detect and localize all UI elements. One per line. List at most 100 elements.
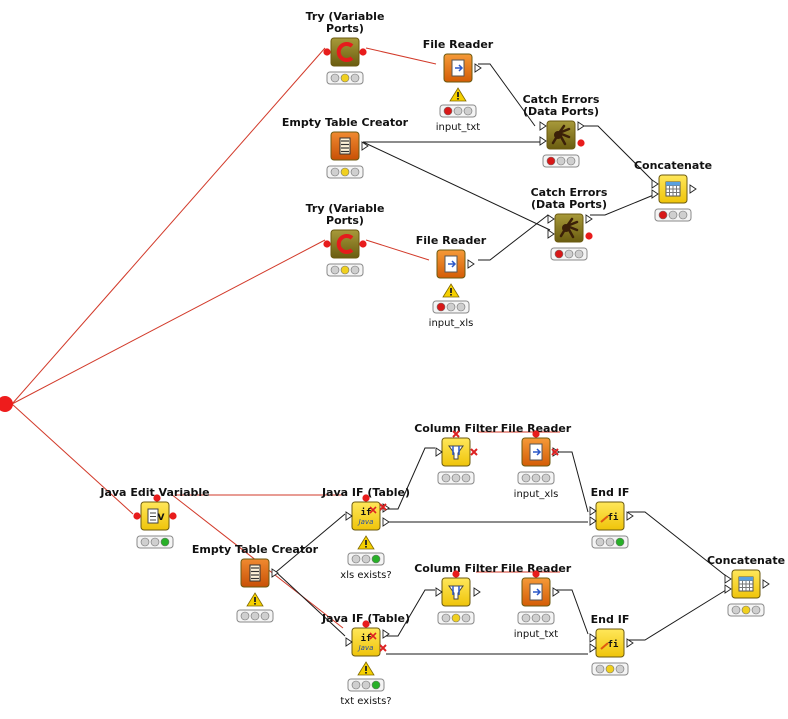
data-port[interactable] [589,633,597,643]
flow-variable-port[interactable] [532,430,540,438]
endif-node-icon[interactable] [595,501,625,531]
node-concat2[interactable]: Concatenate [707,554,785,617]
data-port[interactable] [589,643,597,653]
flow-variable-connection[interactable] [365,239,430,261]
flow-variable-port[interactable] [362,494,370,502]
node-catch2[interactable]: Catch Errors(Data Ports) [531,186,608,261]
status-light [441,473,451,483]
data-port[interactable] [689,184,697,194]
node-empty2[interactable]: Empty Table Creator [192,543,319,623]
flow-variable-port[interactable] [153,494,161,502]
data-port[interactable] [271,568,279,578]
data-connection[interactable] [275,571,346,637]
data-connection[interactable] [628,589,727,641]
inactive-port[interactable] [379,644,387,652]
inactive-port[interactable] [551,448,559,456]
inactive-port[interactable] [452,430,460,438]
flow-variable-port[interactable] [359,48,367,56]
data-connection[interactable] [275,513,346,573]
status-light [456,302,466,312]
data-port[interactable] [435,447,443,457]
flow-variable-port[interactable] [169,512,177,520]
flow-variable-port[interactable] [452,570,460,578]
inactive-port[interactable] [470,448,478,456]
flow-variable-port[interactable] [359,240,367,248]
node-colf1[interactable]: Column Filter [414,422,498,485]
data-port[interactable] [651,179,659,189]
endif-node-icon[interactable] [595,628,625,658]
data-connection[interactable] [386,447,435,510]
inactive-port[interactable] [379,503,387,511]
data-connection[interactable] [590,193,657,216]
data-port[interactable] [651,189,659,199]
flow-source-port[interactable] [0,396,13,412]
node-annotation: input_xls [514,489,559,500]
data-port[interactable] [589,506,597,516]
flow-variable-port[interactable] [532,570,540,578]
data-connection[interactable] [478,63,536,127]
data-port[interactable] [467,259,475,269]
flow-variable-port[interactable] [577,139,585,147]
data-port[interactable] [547,229,555,239]
node-colf2[interactable]: Column Filter [414,562,498,625]
data-port[interactable] [724,574,732,584]
status-light [595,664,605,674]
status-light [461,613,471,623]
data-port[interactable] [382,629,390,639]
data-connection[interactable] [582,125,657,185]
data-port[interactable] [589,516,597,526]
data-port[interactable] [547,214,555,224]
data-connection[interactable] [556,451,589,513]
warning-icon [246,592,264,607]
node-empty1[interactable]: Empty Table Creator [282,116,409,179]
warning-icon [357,661,375,676]
data-connection[interactable] [362,141,551,231]
data-port[interactable] [577,121,585,131]
data-port[interactable] [361,141,369,151]
data-port[interactable] [345,637,353,647]
data-port[interactable] [762,579,770,589]
flow-variable-connection[interactable] [11,239,326,405]
data-port[interactable] [724,584,732,594]
data-connection[interactable] [386,589,435,637]
data-port[interactable] [382,517,390,527]
flow-variable-port[interactable] [362,620,370,628]
status-light [678,210,688,220]
data-port[interactable] [473,587,481,597]
node-concat1[interactable]: Concatenate [634,159,712,222]
node-title: Catch Errors(Data Ports) [531,186,608,211]
data-port[interactable] [345,511,353,521]
data-connection[interactable] [628,511,727,577]
node-title: Java IF (Table) [321,486,410,499]
data-port[interactable] [585,214,593,224]
data-connection[interactable] [556,589,589,635]
flow-variable-connection[interactable] [365,47,437,65]
data-connection[interactable] [478,214,549,261]
flow-variable-port[interactable] [133,512,141,520]
data-port[interactable] [626,638,634,648]
node-catch1[interactable]: Catch Errors(Data Ports) [523,93,600,168]
data-port[interactable] [435,587,443,597]
flow-variable-connection[interactable] [11,403,134,515]
data-port[interactable] [539,121,547,131]
flow-variable-connection[interactable] [11,47,326,405]
data-port[interactable] [539,136,547,146]
flow-variable-port[interactable] [323,48,331,56]
flow-variable-port[interactable] [323,240,331,248]
data-port[interactable] [474,63,482,73]
data-port[interactable] [626,511,634,521]
data-port[interactable] [552,587,560,597]
status-light [350,167,360,177]
flow-variable-port[interactable] [585,232,593,240]
